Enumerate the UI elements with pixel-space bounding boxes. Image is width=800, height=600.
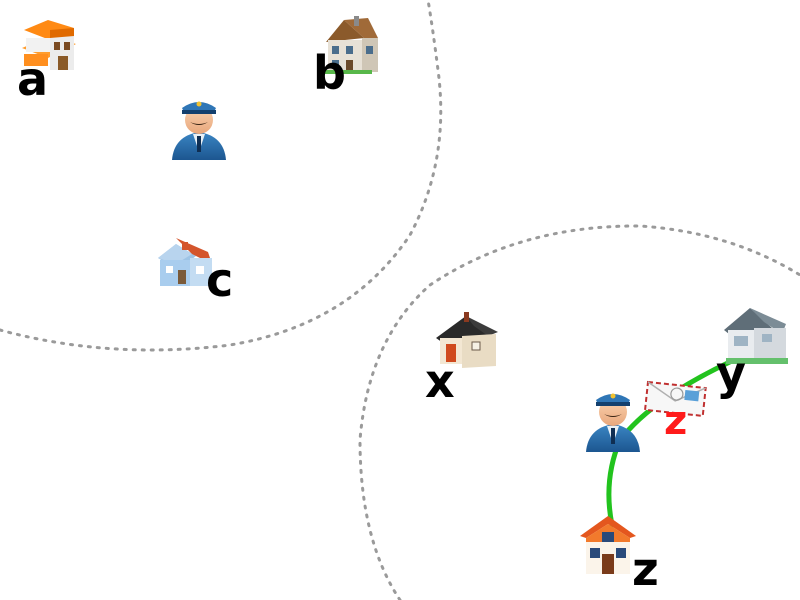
house-label-x: x [425, 354, 455, 408]
black-roof-house-icon [436, 312, 498, 368]
blue-cottage-icon [158, 238, 212, 286]
brown-manor-icon [324, 16, 378, 74]
house-label-c: c [206, 253, 234, 307]
gray-roof-house-icon [724, 308, 788, 364]
orange-roof-house-icon [580, 516, 636, 574]
cluster-boundary-right [358, 224, 800, 600]
letter-label: z [664, 398, 688, 444]
house-label-b: b [313, 46, 346, 100]
house-label-y: y [716, 346, 746, 400]
orange-house-icon [22, 20, 76, 70]
postman-icon [172, 101, 226, 160]
cluster-boundary-left [0, 0, 443, 352]
envelope-icon [643, 380, 707, 418]
postman-icon [586, 393, 640, 452]
house-label-z: z [632, 542, 659, 596]
house-label-a: a [17, 52, 49, 106]
